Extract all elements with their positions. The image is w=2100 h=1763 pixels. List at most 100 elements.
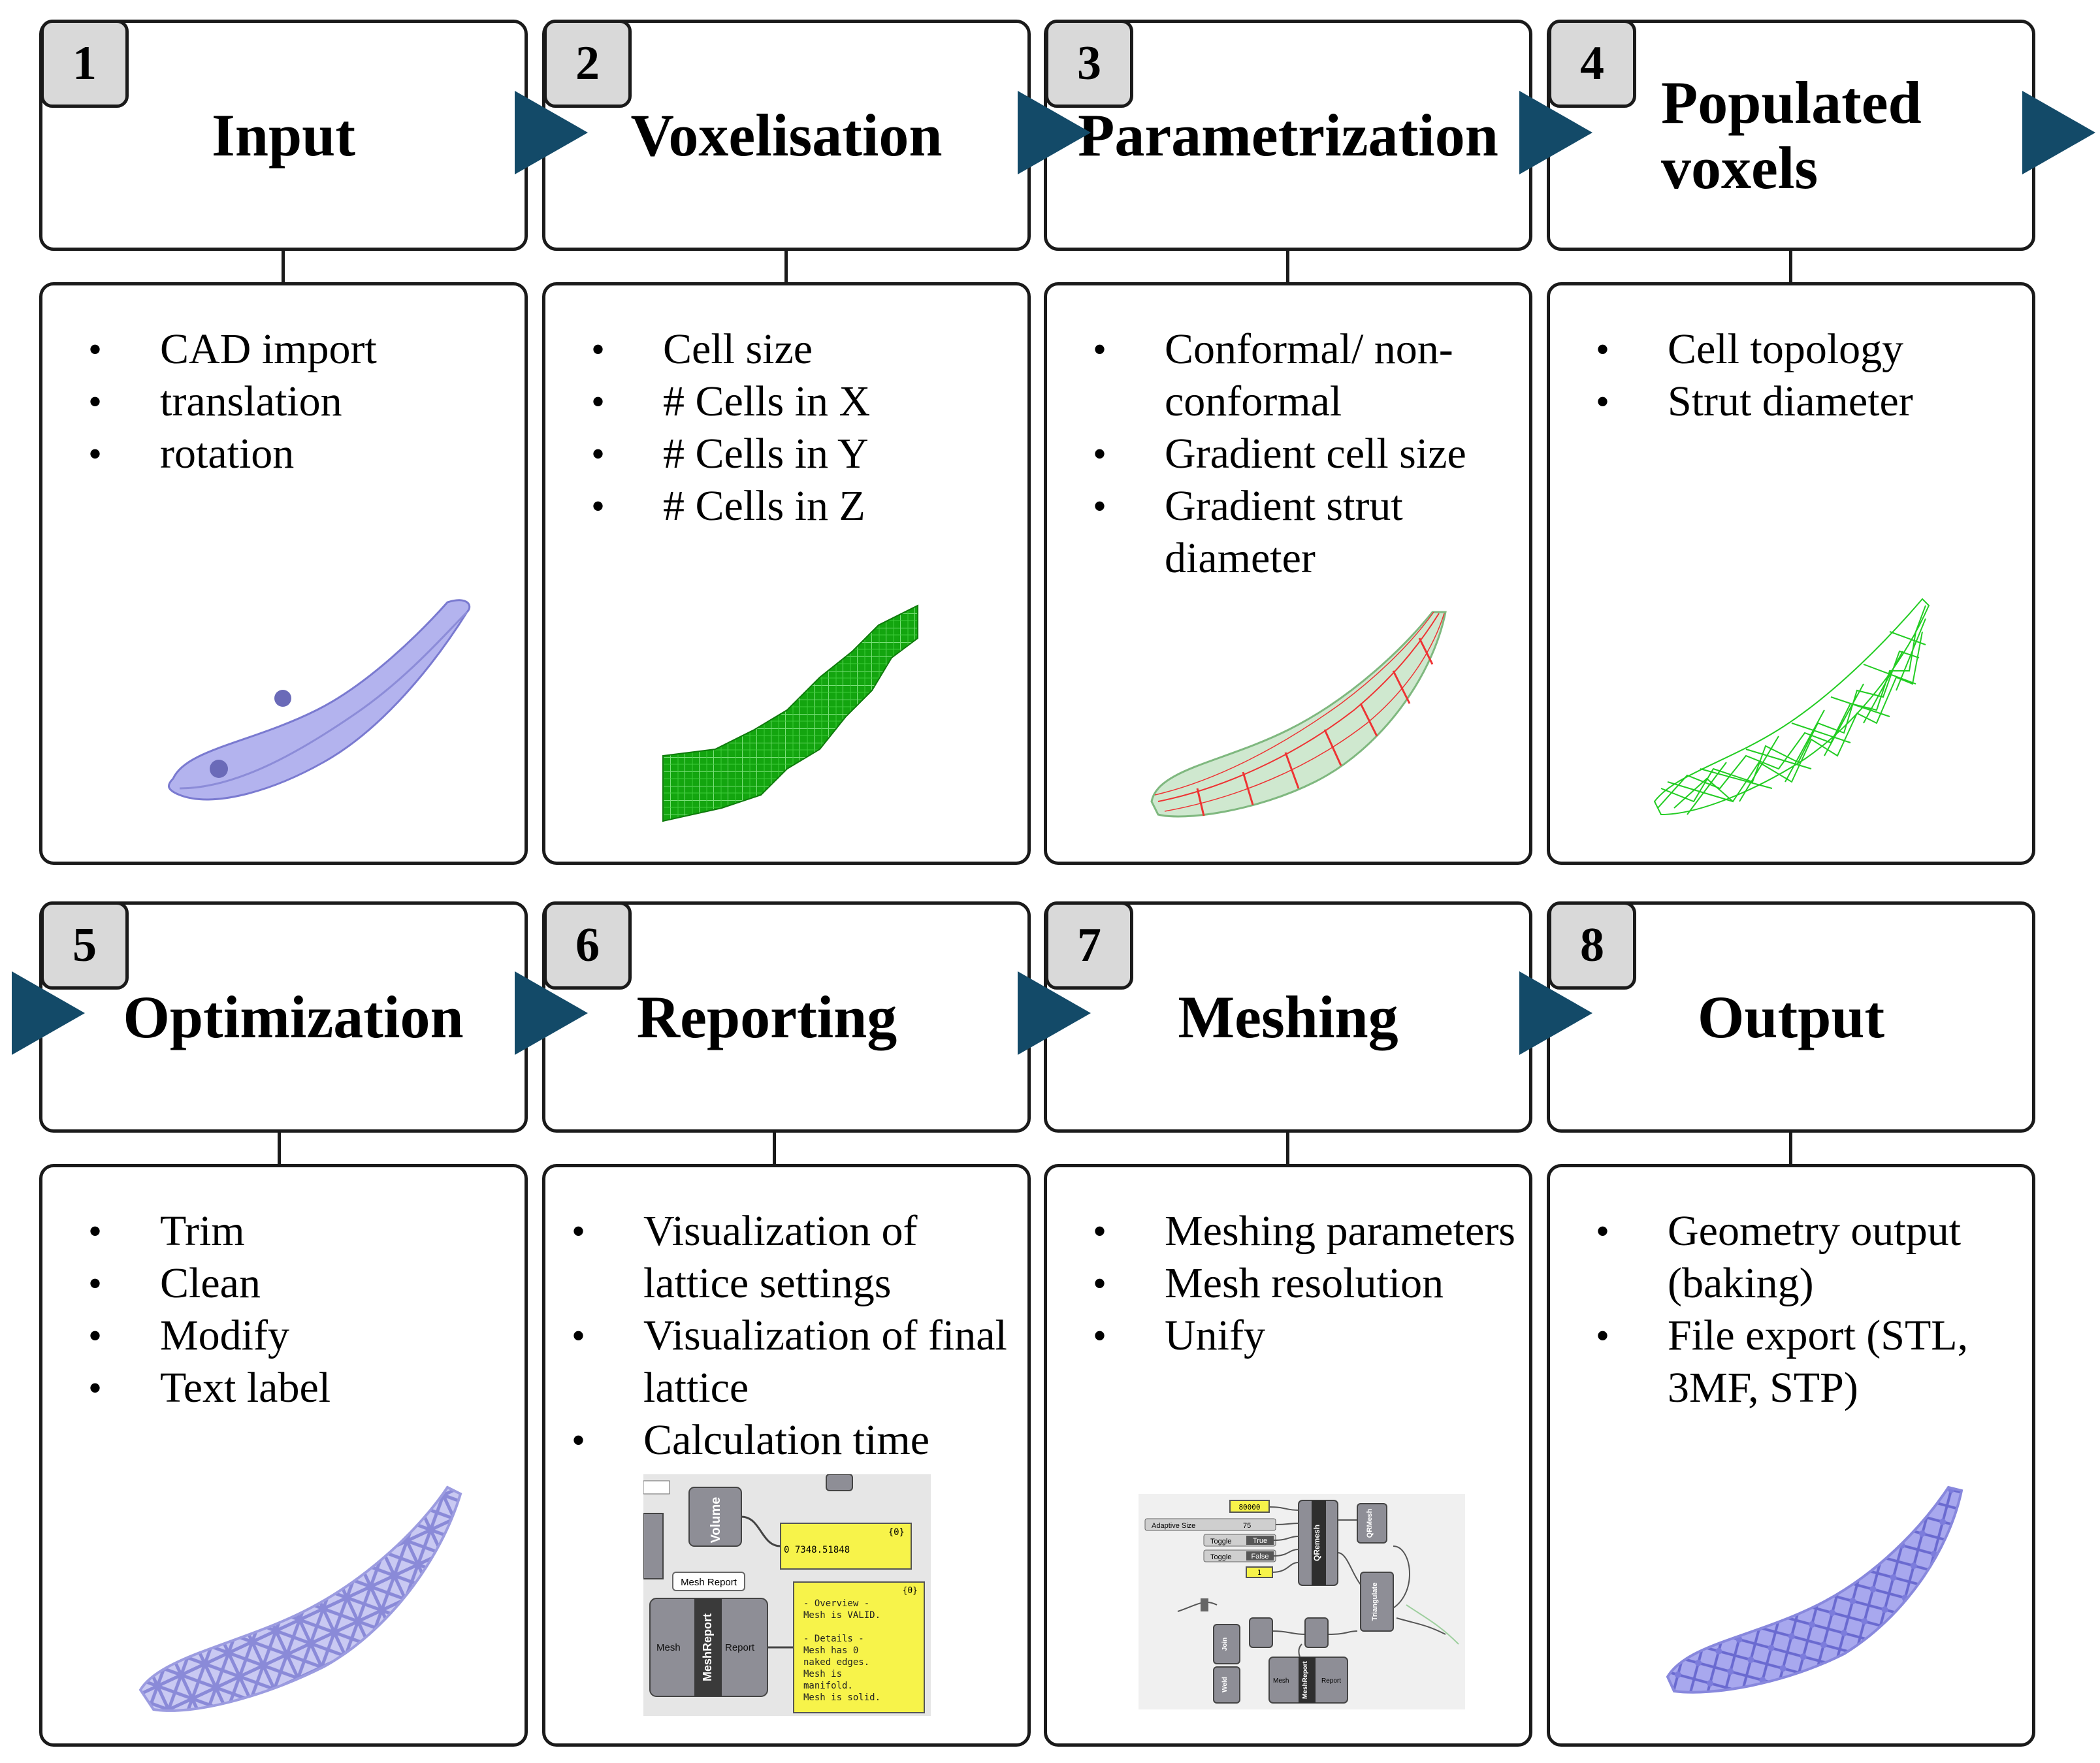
step-7-bullets: Meshing parameters Mesh resolution Unify [1093, 1205, 1524, 1362]
step-1-number-badge: 1 [40, 20, 129, 108]
step-7-bullet: Unify [1093, 1310, 1524, 1362]
mesh-report-2-output: Report [1321, 1677, 1341, 1685]
step-2-title: Voxelisation [630, 102, 943, 169]
step-7-bullet: Mesh resolution [1093, 1257, 1524, 1310]
report-line: Mesh has 0 [803, 1645, 858, 1656]
step-5-title: Optimization [123, 984, 464, 1050]
value-panel [780, 1523, 912, 1570]
step-1-title: Input [212, 102, 355, 169]
step-5-bullet: Clean [88, 1257, 506, 1310]
step-4-content-box: Cell topology Strut diameter [1547, 282, 2035, 865]
value-panel-value: 0 7348.51848 [784, 1545, 850, 1555]
step-1-content-box: CAD import translation rotation [39, 282, 528, 865]
flow-arrow-1-2 [515, 91, 588, 174]
step-2-bullets: Cell size # Cells in X # Cells in Y # Ce… [591, 323, 1009, 532]
adaptive-size-slider-value: 75 [1243, 1522, 1251, 1530]
step-6-bullet: Visualization of final lattice [572, 1310, 1016, 1414]
step-7-bullet: Meshing parameters [1093, 1205, 1524, 1257]
flow-arrow-5-6 [515, 971, 588, 1055]
mesh-report-tag: Mesh Report [681, 1577, 737, 1588]
step-2-connector [784, 251, 788, 283]
step-2-bullet: # Cells in X [591, 376, 1009, 428]
mesh-input-label: Mesh [656, 1642, 681, 1653]
flow-arrow-4-out [2022, 91, 2095, 174]
step-1-bullets: CAD import translation rotation [88, 323, 506, 480]
conformal-mesh-image [1150, 611, 1447, 818]
step-5-content-box: Trim Clean Modify Text label [39, 1164, 528, 1747]
step-1-bullet: translation [88, 376, 506, 428]
report-line: - Overview - [803, 1598, 869, 1609]
step-4-bullet: Cell topology [1596, 323, 2014, 376]
step-3-bullet: Gradient cell size [1093, 428, 1524, 480]
step-4-connector [1789, 251, 1792, 283]
join-node-label: Join [1221, 1638, 1229, 1651]
weld-node-label: Weld [1221, 1677, 1229, 1692]
step-3-bullets: Conformal/ non-conformal Gradient cell s… [1093, 323, 1524, 585]
step-7-connector [1286, 1133, 1289, 1165]
step-8-connector [1789, 1133, 1792, 1165]
step-4-bullet: Strut diameter [1596, 376, 2014, 428]
voxel-grid-image [662, 604, 918, 822]
final-lattice-part-image [1666, 1485, 1963, 1694]
step-1-connector [282, 251, 285, 283]
step-3-title-box: Parametrization [1044, 20, 1532, 251]
step-8-title: Output [1697, 984, 1885, 1050]
step-6-title: Reporting [636, 984, 897, 1050]
step-4-bullets: Cell topology Strut diameter [1596, 323, 2014, 428]
step-3-content-box: Conformal/ non-conformal Gradient cell s… [1044, 282, 1532, 865]
step-6-content-box: Visualization of lattice settings Visual… [542, 1164, 1031, 1747]
lattice-wireframe-image [1653, 598, 1930, 816]
adaptive-size-slider-label: Adaptive Size [1152, 1522, 1195, 1530]
step-6-bullet: Calculation time [572, 1414, 1016, 1466]
step-8-bullets: Geometry output (baking) File export (ST… [1596, 1205, 2027, 1414]
step-7-title: Meshing [1178, 984, 1398, 1050]
report-output-label: Report [725, 1642, 755, 1653]
step-5-bullets: Trim Clean Modify Text label [88, 1205, 506, 1414]
toggle-2-label: Toggle [1210, 1553, 1231, 1561]
step-3-connector [1286, 251, 1289, 283]
step-5-bullet: Text label [88, 1362, 506, 1414]
step-2-bullet: Cell size [591, 323, 1009, 376]
flow-arrow-7-8 [1519, 971, 1592, 1055]
step-8-content-box: Geometry output (baking) File export (ST… [1547, 1164, 2035, 1747]
report-line: manifold. [803, 1681, 853, 1691]
toggle-1-value: True [1253, 1537, 1267, 1545]
step-3-bullet: Gradient strut diameter [1093, 480, 1524, 585]
report-line: naked edges. [803, 1657, 869, 1668]
report-panel-index: {0} [903, 1586, 918, 1596]
step-2-title-box: Voxelisation [542, 20, 1031, 251]
step-2-bullet: # Cells in Z [591, 480, 1009, 532]
param-value: 1 [1257, 1568, 1262, 1577]
volume-node-label: Volume [709, 1497, 723, 1544]
toggle-2-value: False [1252, 1553, 1269, 1561]
step-3-title: Parametrization [1078, 102, 1498, 169]
step-2-bullet: # Cells in Y [591, 428, 1009, 480]
step-6-bullets: Visualization of lattice settings Visual… [572, 1205, 1016, 1466]
step-8-bullet: Geometry output (baking) [1596, 1205, 2027, 1310]
step-1-bullet: rotation [88, 428, 506, 480]
toggle-1-label: Toggle [1210, 1538, 1231, 1545]
report-line: - Details - [803, 1634, 864, 1644]
qrmesh-node-label: QRMesh [1366, 1508, 1374, 1538]
report-line: Mesh is [803, 1669, 842, 1679]
report-line: Mesh is VALID. [803, 1610, 880, 1621]
optimized-lattice-image [138, 1485, 462, 1712]
flow-arrow-2-3 [1018, 91, 1091, 174]
report-line: Mesh is solid. [803, 1692, 880, 1703]
cad-part-image [168, 599, 471, 801]
step-5-bullet: Trim [88, 1205, 506, 1257]
mesh-report-2-input: Mesh [1273, 1677, 1289, 1685]
number-value: 80000 [1238, 1503, 1260, 1512]
step-2-content-box: Cell size # Cells in X # Cells in Y # Ce… [542, 282, 1031, 865]
step-8-bullet: File export (STL, 3MF, STP) [1596, 1310, 2027, 1414]
grasshopper-meshing-screenshot: 80000 Adaptive Size 75 Toggle True Toggl… [1139, 1494, 1465, 1709]
report-panel [793, 1581, 925, 1713]
flow-arrow-in-5 [12, 971, 85, 1055]
value-panel-index: {0} [888, 1527, 905, 1538]
step-6-connector [773, 1133, 776, 1165]
step-4-title: Populated voxels [1661, 69, 1922, 201]
step-7-content-box: Meshing parameters Mesh resolution Unify… [1044, 1164, 1532, 1747]
step-5-bullet: Modify [88, 1310, 506, 1362]
triangulate-node-label: Triangulate [1371, 1583, 1379, 1621]
mesh-report-node-2-label: MeshReport [1302, 1660, 1309, 1698]
